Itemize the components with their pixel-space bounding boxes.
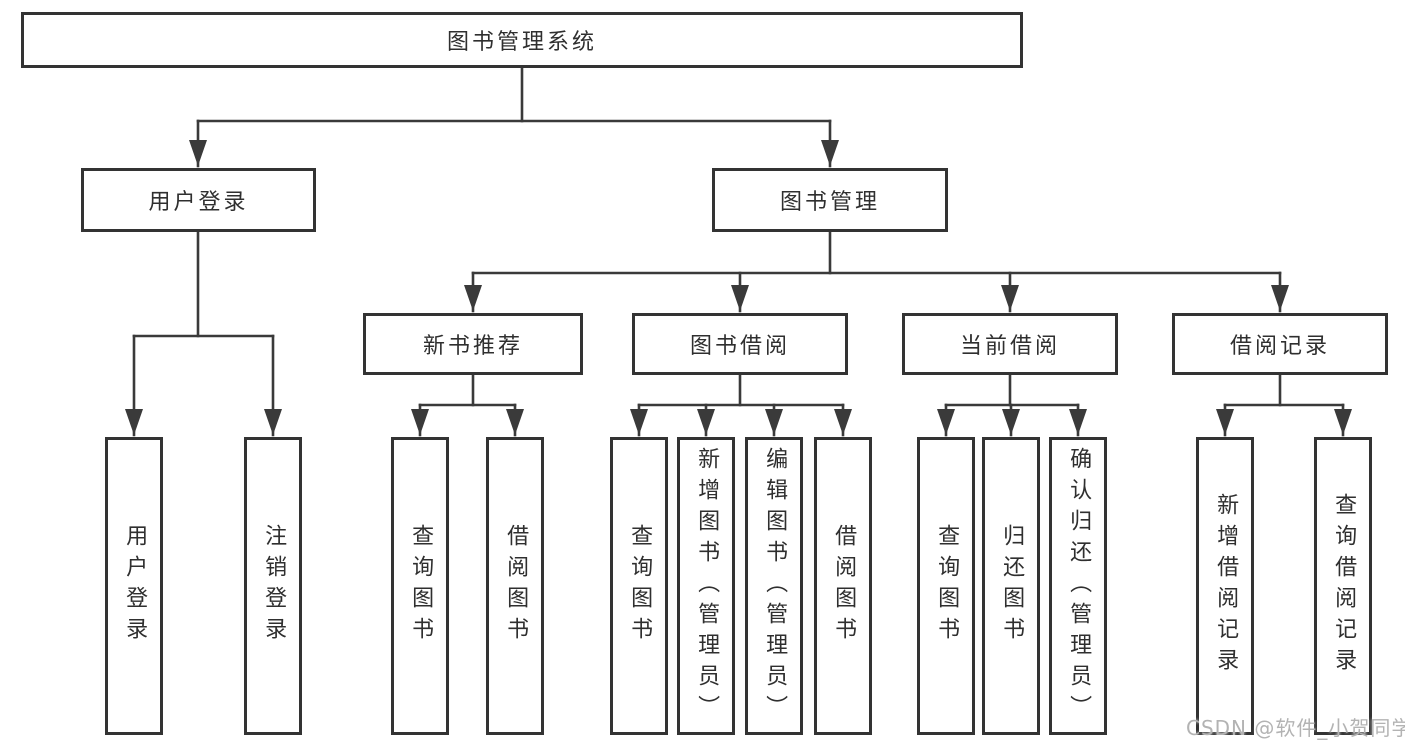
leaf-add-book-admin: 新增图书（管理员） [677,437,735,735]
leaf-logout: 注销登录 [244,437,302,735]
leaf-edit-book-admin: 编辑图书（管理员） [745,437,803,735]
node-borrow-record: 借阅记录 [1172,313,1388,375]
node-label: 查询图书 [934,524,960,648]
leaf-query-book-current: 查询图书 [917,437,975,735]
node-label: 注销登录 [261,524,287,648]
node-label: 当前借阅 [959,334,1060,359]
node-new-book-recommend: 新书推荐 [363,313,583,375]
node-root-system: 图书管理系统 [21,12,1023,68]
csdn-watermark: CSDN @软件_小贺同学 [1186,716,1405,740]
node-label: 确认归还（管理员） [1066,446,1092,726]
node-label: 查询借阅记录 [1331,493,1357,679]
node-book-borrow: 图书借阅 [632,313,848,375]
node-current-borrow: 当前借阅 [902,313,1118,375]
node-label: 查询图书 [408,524,434,648]
node-label: 新书推荐 [422,334,523,359]
node-book-management: 图书管理 [712,168,948,232]
leaf-borrow-book-recommend: 借阅图书 [486,437,544,735]
leaf-add-borrow-record: 新增借阅记录 [1196,437,1254,735]
leaf-query-borrow-record: 查询借阅记录 [1314,437,1372,735]
node-label: 新增图书（管理员） [694,446,720,726]
node-label: 编辑图书（管理员） [762,446,788,726]
node-label: 图书管理 [779,190,880,215]
leaf-confirm-return-admin: 确认归还（管理员） [1049,437,1107,735]
leaf-query-book-borrow: 查询图书 [610,437,668,735]
node-label: 新增借阅记录 [1213,493,1239,679]
node-label: 用户登录 [148,190,249,215]
node-label: 借阅图书 [831,524,857,648]
leaf-return-book: 归还图书 [982,437,1040,735]
node-label: 图书借阅 [689,334,790,359]
node-label: 图书管理系统 [446,30,597,55]
node-label: 用户登录 [122,524,148,648]
node-label: 借阅图书 [503,524,529,648]
node-label: 借阅记录 [1229,334,1330,359]
node-user-login: 用户登录 [81,168,316,232]
leaf-borrow-book: 借阅图书 [814,437,872,735]
leaf-user-login: 用户登录 [105,437,163,735]
node-label: 归还图书 [999,524,1025,648]
node-label: 查询图书 [627,524,653,648]
leaf-query-book-recommend: 查询图书 [391,437,449,735]
